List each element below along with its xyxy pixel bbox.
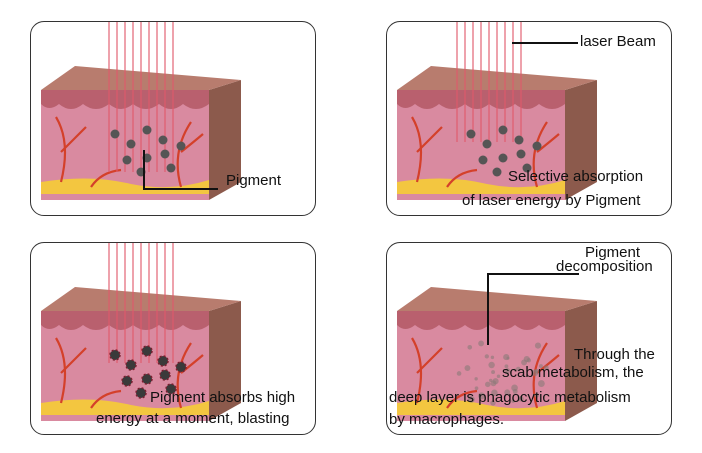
pigment-leader-horizontal [143, 188, 218, 190]
blasting-pigment [142, 374, 152, 384]
pigment-particle [159, 136, 168, 145]
blasting-pigment [176, 362, 186, 372]
decomposed-pigment [464, 365, 470, 371]
skin-surface [397, 287, 597, 311]
pigment-particle [499, 154, 508, 163]
pigment-particle [483, 140, 492, 149]
pigment-particle [167, 164, 176, 173]
decomposed-pigment [478, 340, 484, 346]
pigment-particle [517, 150, 526, 159]
blasting-pigment [126, 360, 136, 370]
label-decomposition: decomposition [556, 258, 653, 276]
label-scab-metabolism: scab metabolism, the [502, 364, 644, 382]
pigment-particle [499, 126, 508, 135]
decomposed-pigment [535, 343, 541, 349]
decomposed-pigment [474, 377, 477, 380]
decomposed-pigment [492, 378, 498, 384]
label-deep-layer: deep layer is phagocytic metabolism [389, 389, 631, 407]
decomposed-pigment [457, 371, 462, 376]
decomposed-pigment [491, 356, 494, 359]
label-of-laser-energy: of laser energy by Pigment [462, 192, 640, 210]
blasting-pigment [142, 346, 152, 356]
pigment-particle [127, 140, 136, 149]
pigment-particle [533, 142, 542, 151]
blasting-pigment [122, 376, 132, 386]
decomposed-pigment [503, 354, 509, 360]
pigment-particle [123, 156, 132, 165]
label-energy-blasting: energy at a moment, blasting [96, 410, 289, 428]
pigment-particle [143, 126, 152, 135]
label-pigment-absorbs: Pigment absorbs high [150, 389, 295, 407]
decomposed-pigment [489, 379, 492, 382]
pigment-particle [111, 130, 120, 139]
pigment-particle [515, 136, 524, 145]
blasting-pigment [110, 350, 120, 360]
decomposed-pigment [488, 362, 494, 368]
label-laser-beam: laser Beam [580, 33, 656, 51]
label-selective-absorption: Selective absorption [508, 168, 643, 186]
pigment-particle [467, 130, 476, 139]
decomposed-pigment [491, 370, 495, 374]
blasting-pigment [158, 356, 168, 366]
decomposition-leader-vertical [487, 273, 489, 345]
decomposed-pigment [485, 354, 489, 358]
pigment-particle [177, 142, 186, 151]
decomposed-pigment [485, 382, 491, 388]
label-pigment: Pigment [226, 172, 281, 190]
blasting-pigment [160, 370, 170, 380]
laser-beam-leader [512, 42, 578, 44]
pigment-leader-vertical [143, 150, 145, 188]
pigment-particle [161, 150, 170, 159]
decomposed-pigment [467, 345, 472, 350]
label-by-macrophages: by macrophages. [389, 411, 504, 429]
label-through-the: Through the [574, 346, 655, 364]
pigment-particle [493, 168, 502, 177]
pigment-particle [479, 156, 488, 165]
decomposed-pigment [497, 375, 501, 379]
blasting-pigment [136, 388, 146, 398]
